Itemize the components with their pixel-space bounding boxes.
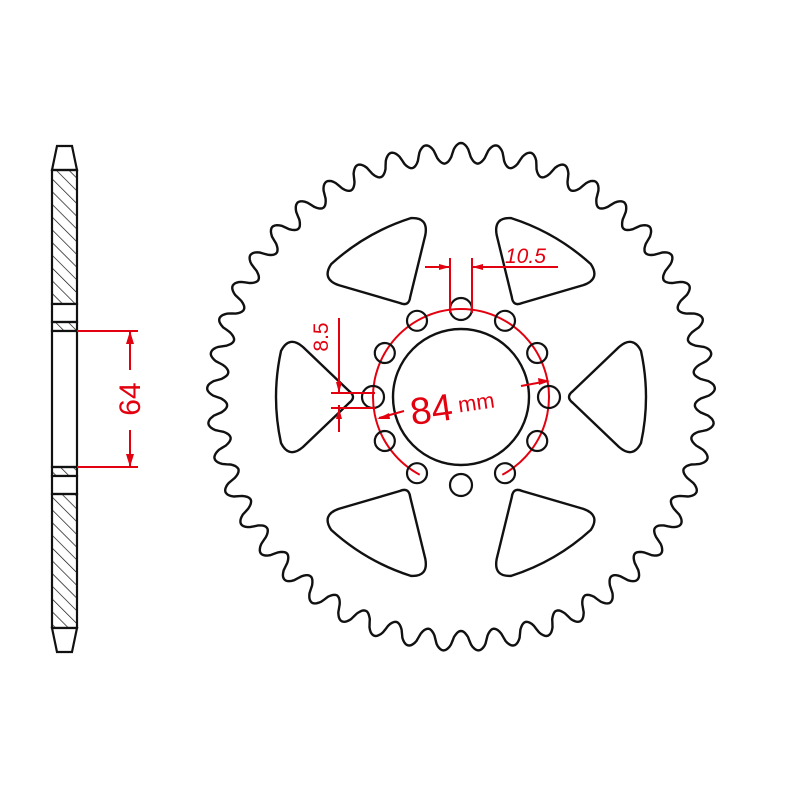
bolt-holes	[360, 296, 562, 498]
side-view-lower-gap	[50, 474, 79, 496]
dimension-10-5	[425, 258, 558, 313]
bolt-hole	[405, 309, 429, 332]
dimension-8-5-label: 8.5	[310, 322, 333, 351]
lightening-hole	[494, 216, 596, 306]
center-bore	[391, 327, 531, 467]
bolt-hole	[405, 462, 429, 485]
dimension-84mm-label: 84 mm	[408, 387, 497, 434]
bolt-hole	[526, 429, 549, 453]
bolt-circle	[372, 307, 550, 476]
lightening-hole	[326, 488, 428, 578]
dimension-84mm	[377, 378, 550, 419]
side-view-upper-gap	[50, 302, 79, 324]
lightening-hole	[326, 216, 428, 306]
side-view-bore	[50, 329, 79, 469]
bolt-hole	[526, 341, 549, 365]
bolt-hole	[493, 462, 517, 485]
bolt-hole	[448, 472, 474, 498]
lightening-hole	[274, 340, 355, 454]
dimension-64	[77, 330, 138, 468]
bolt-circle-unit: mm	[456, 388, 496, 418]
side-view-upper-band	[50, 320, 79, 333]
side-view-lower-hatch	[50, 492, 79, 630]
bolt-circle-value: 84	[408, 387, 456, 434]
side-view-bottom-tip	[50, 626, 79, 654]
dimension-64-label: 64	[114, 382, 147, 415]
side-view-lower-band	[50, 465, 79, 478]
dimension-10-5-label: 10.5	[505, 245, 546, 268]
lightening-hole	[567, 340, 648, 454]
bolt-hole	[373, 429, 396, 453]
side-view-upper-hatch	[50, 168, 79, 306]
lightening-hole	[494, 488, 596, 578]
side-view	[50, 144, 79, 654]
bolt-hole	[493, 309, 517, 332]
bolt-hole	[373, 341, 396, 365]
dimension-8-5	[331, 318, 375, 432]
bolt-hole	[536, 384, 562, 410]
side-view-top-tip	[50, 144, 79, 172]
sprocket-teeth-outline	[205, 141, 717, 652]
